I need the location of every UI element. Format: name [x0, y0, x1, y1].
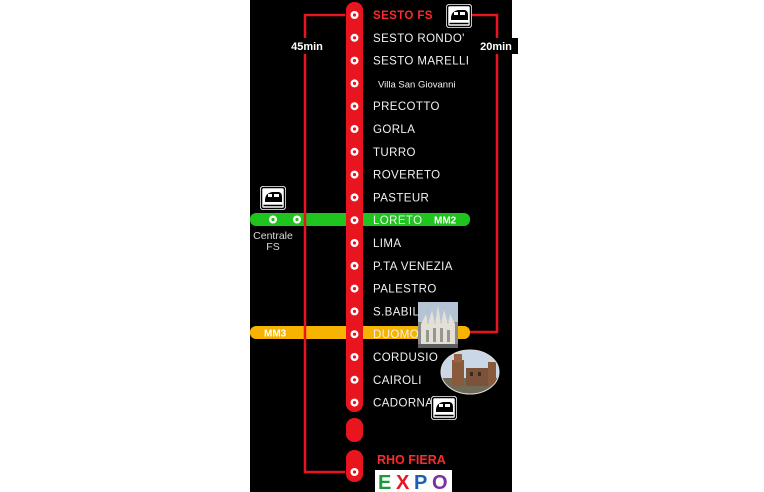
station-marker-dot	[352, 59, 357, 63]
connector-right-20min	[470, 13, 499, 334]
connector-left-45min	[303, 13, 345, 474]
station-label: DUOMO	[373, 329, 419, 341]
station-label: SESTO RONDO'	[373, 33, 465, 45]
station-marker-dot	[352, 81, 357, 85]
station-label: PASTEUR	[373, 192, 429, 204]
station-marker-dot	[352, 355, 357, 359]
svg-text:X: X	[396, 472, 410, 492]
station-marker-dot	[352, 36, 357, 40]
station-label: TURRO	[373, 147, 416, 159]
line-label-mm2: MM2	[434, 216, 457, 227]
station-label: P.TA VENEZIA	[373, 261, 453, 273]
line-label-mm3: MM3	[264, 329, 287, 340]
station-marker-dot	[352, 13, 357, 17]
station-marker-dot	[352, 127, 357, 131]
rho-fiera-label: RHO FIERA	[377, 453, 446, 467]
station-marker-dot	[352, 150, 357, 154]
station-marker-dot	[352, 264, 357, 268]
castle-photo	[441, 350, 499, 394]
centrale-label-line2: FS	[266, 241, 279, 253]
svg-text:O: O	[432, 472, 448, 492]
svg-text:P: P	[414, 472, 427, 492]
station-label: LORETO	[373, 215, 422, 227]
map-background	[250, 0, 512, 492]
station-label: SESTO MARELLI	[373, 56, 469, 68]
centrale-label-line1: Centrale	[253, 230, 293, 242]
station-label: ROVERETO	[373, 170, 441, 182]
station-marker-dot	[352, 173, 357, 177]
station-marker-dot	[352, 218, 357, 222]
station-list: SESTO FS SESTO RONDO' SESTO MARELLI Villa S…	[350, 10, 469, 410]
station-marker-dot	[352, 287, 357, 291]
station-label: PRECOTTO	[373, 101, 440, 113]
station-label: SESTO FS	[373, 10, 433, 22]
time-label-right: 20min	[480, 41, 512, 53]
station-marker-dot	[352, 195, 357, 199]
station-label: GORLA	[373, 124, 415, 136]
station-label: Villa San Giovanni	[378, 79, 455, 90]
red-line-trunk	[346, 2, 363, 412]
station-label: S.BABILA	[373, 306, 427, 318]
cathedral-photo	[418, 302, 458, 348]
train-icon	[446, 4, 472, 28]
station-label: CAIROLI	[373, 375, 422, 387]
station-marker-dot	[352, 241, 357, 245]
station-label: CORDUSIO	[373, 352, 438, 364]
time-label-left: 45min	[291, 41, 323, 53]
station-label: LIMA	[373, 238, 401, 250]
station-marker-dot	[352, 332, 357, 336]
station-marker-dot	[352, 104, 357, 108]
svg-text:E: E	[378, 472, 391, 492]
station-marker-dot	[352, 309, 357, 313]
train-icon	[431, 396, 457, 420]
red-line-gap-segment	[346, 418, 363, 442]
train-icon	[260, 186, 286, 210]
expo-logo: E X P O	[375, 470, 452, 492]
station-marker-dot	[352, 401, 357, 405]
station-marker-dot	[352, 378, 357, 382]
station-label: PALESTRO	[373, 284, 437, 296]
station-label: CADORNA	[373, 398, 433, 410]
red-line-end-segment	[346, 450, 363, 482]
